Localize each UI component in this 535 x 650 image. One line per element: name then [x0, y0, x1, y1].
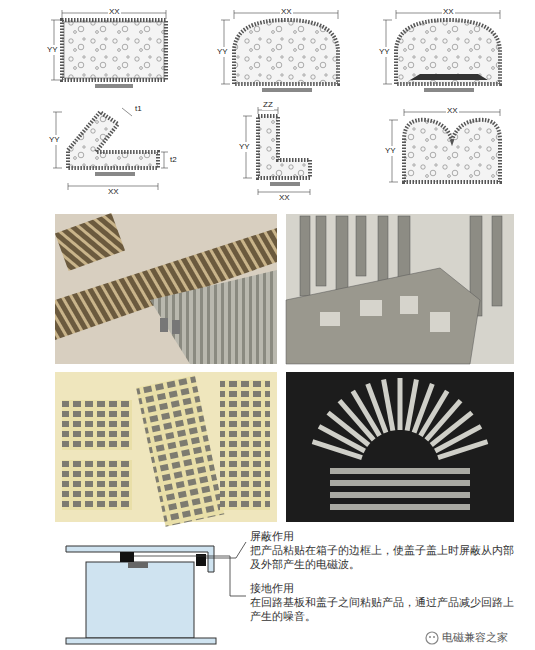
- gasket-section: [396, 20, 500, 84]
- dimension-label: YY: [46, 45, 59, 55]
- watermark-icon: [426, 632, 438, 644]
- product-photo: [55, 213, 277, 364]
- gasket-section: [62, 20, 166, 80]
- dimension-line: [53, 108, 168, 190]
- product-photo: [55, 372, 277, 527]
- dimension-line: [51, 10, 166, 80]
- dimension-label: XX: [278, 193, 291, 203]
- dimension-label: t1: [134, 104, 143, 114]
- enclosure: [66, 546, 216, 644]
- dimension-line: [243, 107, 310, 195]
- dimension-label: XX: [446, 106, 459, 116]
- note-heading: 接地作用: [250, 582, 520, 596]
- watermark: 电磁兼容之家: [442, 631, 508, 645]
- dimension-line: [221, 10, 338, 84]
- note-text: 在回路基板和盖子之间粘贴产品，通过产品减少回路上产生的噪音。: [250, 596, 520, 624]
- dimension-label: XX: [280, 7, 293, 17]
- leader-line: [134, 542, 246, 596]
- note-heading: 屏蔽作用: [250, 530, 520, 544]
- gasket-section: [68, 112, 158, 168]
- dimension-label: XX: [108, 7, 121, 17]
- dimension-label: YY: [216, 47, 229, 57]
- dimension-label: XX: [442, 7, 455, 17]
- gasket-section: [258, 116, 310, 178]
- note-text: 把产品粘贴在箱子的边框上，使盖子盖上时屏蔽从内部及外部产生的电磁波。: [250, 544, 520, 572]
- adhesive-strip: [95, 84, 133, 88]
- dimension-line: [383, 10, 500, 84]
- dimension-label: YY: [48, 135, 61, 145]
- dimension-label: YY: [384, 146, 397, 156]
- product-photo: [286, 214, 514, 364]
- adhesive-strip: [424, 88, 474, 92]
- dimension-label: t2: [169, 155, 178, 165]
- product-photo: [286, 372, 514, 522]
- adhesive-strip: [262, 88, 312, 92]
- dimension-line: [389, 109, 500, 182]
- adhesive-strip: [270, 182, 300, 186]
- gasket-section: [404, 120, 500, 182]
- dimension-label: XX: [107, 187, 120, 197]
- dimension-label: ZZ: [262, 100, 274, 110]
- dimension-label: YY: [378, 47, 391, 57]
- adhesive-strip: [95, 172, 135, 176]
- dimension-label: YY: [238, 142, 251, 152]
- gasket-section: [234, 20, 338, 84]
- base-insert: [410, 74, 488, 80]
